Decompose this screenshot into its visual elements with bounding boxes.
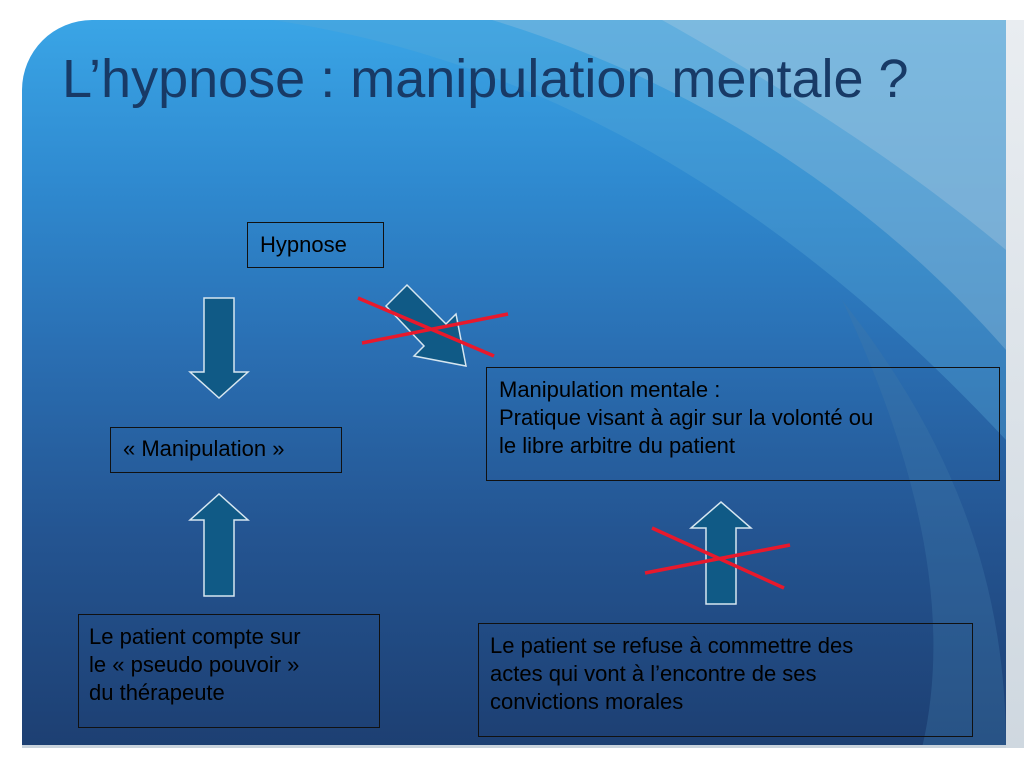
patient-refuse-line-1: Le patient se refuse à commettre des <box>490 633 854 658</box>
node-hypnose: Hypnose <box>247 222 384 268</box>
slide-right-edge <box>1006 20 1024 748</box>
definition-line-2: Pratique visant à agir sur la volonté ou <box>499 405 874 430</box>
slide-bottom-line <box>22 745 1006 748</box>
patient-compte-line-1: Le patient compte sur <box>89 624 301 649</box>
patient-compte-line-2: le « pseudo pouvoir » <box>89 652 300 677</box>
slide-decoration <box>272 20 1006 748</box>
patient-refuse-line-2: actes qui vont à l’encontre de ses <box>490 661 817 686</box>
node-patient-compte: Le patient compte sur le « pseudo pouvoi… <box>78 614 380 728</box>
node-hypnose-label: Hypnose <box>260 232 347 257</box>
node-manipulation-mentale-definition: Manipulation mentale : Pratique visant à… <box>486 367 1000 481</box>
slide-title: L’hypnose : manipulation mentale ? <box>62 49 909 109</box>
node-manipulation: « Manipulation » <box>110 427 342 473</box>
node-manipulation-label: « Manipulation » <box>123 436 285 461</box>
definition-line-1: Manipulation mentale : <box>499 377 721 402</box>
node-patient-refuse: Le patient se refuse à commettre des act… <box>478 623 973 737</box>
patient-refuse-line-3: convictions morales <box>490 689 684 714</box>
definition-line-3: le libre arbitre du patient <box>499 433 736 458</box>
slide-background <box>22 20 1006 748</box>
patient-compte-line-3: du thérapeute <box>89 680 225 705</box>
